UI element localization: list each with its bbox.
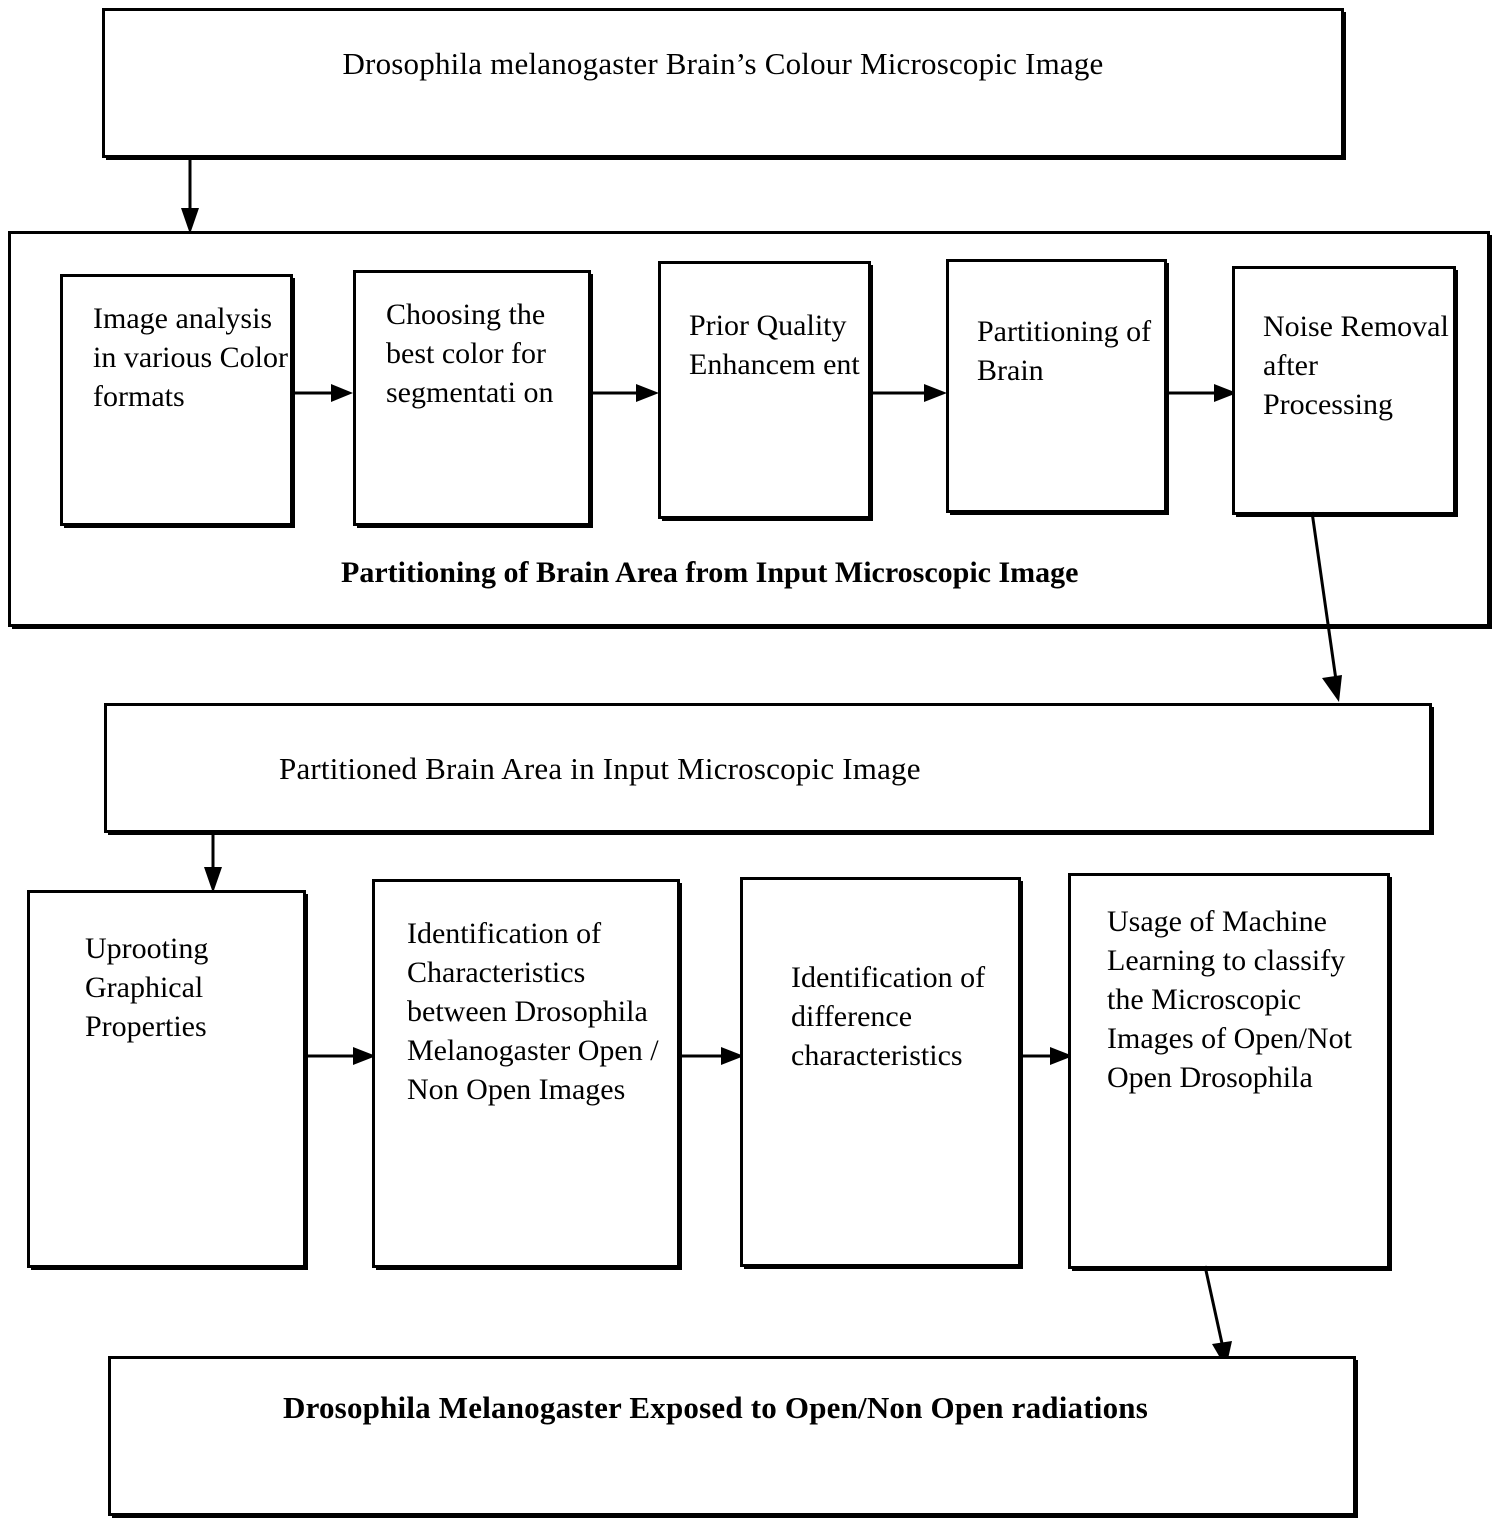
- node-output-exposed-label: Drosophila Melanogaster Exposed to Open/…: [283, 1390, 1148, 1425]
- connector-stepB-to-stepC: [680, 1047, 744, 1065]
- step-quality-enhancement[interactable]: Prior Quality Enhancem ent: [658, 261, 871, 519]
- connector-stepA-to-stepB: [306, 1047, 376, 1065]
- step-uprooting-graphical-properties-label: Uprooting Graphical Properties: [85, 932, 209, 1043]
- connector-intermediate-to-stage-two: [204, 833, 222, 893]
- node-input-image-label: Drosophila melanogaster Brain’s Colour M…: [342, 46, 1104, 81]
- step-choose-color[interactable]: Choosing the best color for segmentati o…: [353, 270, 591, 526]
- node-input-image[interactable]: Drosophila melanogaster Brain’s Colour M…: [102, 8, 1344, 158]
- node-output-exposed[interactable]: Drosophila Melanogaster Exposed to Open/…: [108, 1356, 1356, 1516]
- step-identify-characteristics[interactable]: Identification of Characteristics betwee…: [372, 879, 680, 1268]
- stage-one-frame: [8, 231, 1490, 627]
- step-image-analysis[interactable]: Image analysis in various Color formats: [60, 274, 293, 526]
- step-partitioning-brain-label: Partitioning of Brain: [977, 315, 1152, 387]
- step-machine-learning-classify[interactable]: Usage of Machine Learning to classify th…: [1068, 873, 1390, 1269]
- node-partitioned-brain-area-label: Partitioned Brain Area in Input Microsco…: [279, 751, 921, 786]
- step-identify-difference-label: Identification of difference characteris…: [791, 961, 986, 1072]
- step-noise-removal-label: Noise Removal after Processing: [1263, 310, 1449, 421]
- step-identify-difference[interactable]: Identification of difference characteris…: [740, 877, 1021, 1267]
- step-choose-color-label: Choosing the best color for segmentati o…: [386, 298, 554, 409]
- step-machine-learning-classify-label: Usage of Machine Learning to classify th…: [1107, 905, 1352, 1094]
- step-uprooting-graphical-properties[interactable]: Uprooting Graphical Properties: [27, 890, 306, 1268]
- step-quality-enhancement-label: Prior Quality Enhancem ent: [689, 309, 860, 381]
- connector-input-to-stage-one: [181, 156, 199, 234]
- node-partitioned-brain-area[interactable]: Partitioned Brain Area in Input Microsco…: [104, 703, 1432, 833]
- stage-one-caption: Partitioning of Brain Area from Input Mi…: [341, 556, 1079, 589]
- step-image-analysis-label: Image analysis in various Color formats: [93, 302, 288, 413]
- connector-stepC-to-stepD: [1021, 1047, 1073, 1065]
- step-identify-characteristics-label: Identification of Characteristics betwee…: [407, 917, 659, 1106]
- step-partitioning-brain[interactable]: Partitioning of Brain: [946, 259, 1167, 513]
- step-noise-removal[interactable]: Noise Removal after Processing: [1232, 266, 1456, 515]
